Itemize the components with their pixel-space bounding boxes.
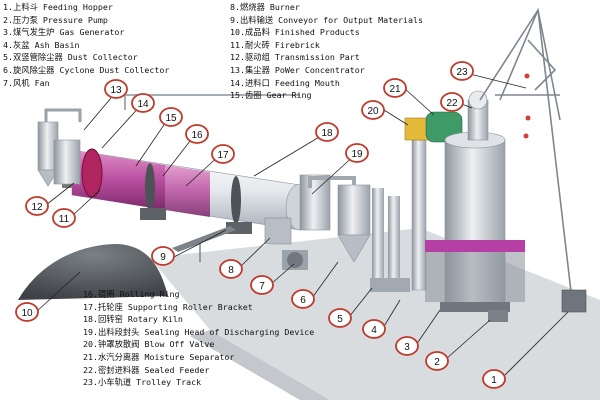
legend-item: 8.燃烧器 Burner bbox=[230, 2, 300, 12]
callout-number-21: 21 bbox=[389, 84, 401, 95]
leader-lines bbox=[35, 71, 569, 379]
callout-number-7: 7 bbox=[259, 281, 265, 292]
callout-19 bbox=[345, 143, 369, 163]
callout-23 bbox=[450, 61, 474, 81]
legend-top-right: 8.燃烧器 Burner 9.出料输送 Conveyor for Output … bbox=[230, 1, 423, 102]
callout-14 bbox=[131, 93, 155, 113]
callout-number-4: 4 bbox=[371, 325, 377, 336]
legend-item: 15.齿圈 Gear Ring bbox=[230, 90, 312, 101]
legend-item: 20.钟罩放散阀 Blow Off Valve bbox=[83, 339, 215, 350]
feeding-hopper bbox=[561, 289, 587, 313]
legend-item: 6.旋风除尘器 Cyclone Dust Collector bbox=[3, 64, 170, 75]
callout-number-16: 16 bbox=[191, 130, 203, 141]
callout-number-18: 18 bbox=[321, 128, 333, 139]
dust-collector-tubes bbox=[372, 188, 384, 278]
legend-item: 11.耐火砖 Firebrick bbox=[230, 39, 320, 50]
callout-number-20: 20 bbox=[367, 106, 379, 117]
pressure-pump bbox=[488, 310, 508, 322]
callout-number-10: 10 bbox=[21, 308, 33, 319]
legend-item: 2.压力泵 Pressure Pump bbox=[3, 14, 108, 25]
legend-item: 10.成品料 Finished Products bbox=[230, 27, 360, 38]
legend-item: 9.出料输送 Conveyor for Output Materials bbox=[230, 14, 424, 25]
legend-item: 4.灰盆 Ash Basin bbox=[3, 39, 80, 50]
callout-number-11: 11 bbox=[59, 214, 70, 225]
legend-item: 12.驱动组 Transmission Part bbox=[230, 52, 360, 63]
legend-item: 14.进料口 Feeding Mouth bbox=[230, 77, 340, 88]
callout-number-1: 1 bbox=[491, 375, 497, 386]
legend-item: 19.出料段封头 Sealing Head of Discharging Dev… bbox=[83, 326, 315, 337]
legend-item: 1.上料斗 Feeding Hopper bbox=[3, 2, 113, 12]
legend-top-left: 1.上料斗 Feeding Hopper 2.压力泵 Pressure Pump… bbox=[3, 1, 169, 89]
legend-item: 3.煤气发生炉 Gas Generator bbox=[3, 27, 125, 38]
finished-products-pile bbox=[18, 244, 168, 300]
burner bbox=[264, 217, 292, 245]
callout-number-12: 12 bbox=[31, 202, 43, 213]
legend-item: 16.锟圈 Rolling Ring bbox=[83, 289, 180, 299]
callout-18 bbox=[315, 122, 339, 142]
output-conveyor bbox=[172, 226, 236, 252]
rotary-kiln-body bbox=[53, 139, 315, 231]
legend-bottom: 16.锟圈 Rolling Ring 17.托轮座 Supporting Rol… bbox=[83, 288, 314, 389]
callout-number-2: 2 bbox=[434, 357, 440, 368]
callout-number-13: 13 bbox=[110, 85, 122, 96]
legend-item: 5.双竖管除尘器 Dust Collector bbox=[3, 52, 138, 63]
callout-12 bbox=[25, 196, 49, 216]
callout-number-19: 19 bbox=[351, 149, 363, 160]
gas-generator bbox=[425, 131, 525, 312]
callout-8 bbox=[219, 259, 243, 279]
callout-number-14: 14 bbox=[137, 99, 149, 110]
cyclone-dust-collector bbox=[337, 184, 371, 236]
callout-20 bbox=[361, 100, 385, 120]
callout-5 bbox=[328, 308, 352, 328]
callout-number-23: 23 bbox=[456, 67, 468, 78]
legend-item: 22.密封进料器 Sealed Feeder bbox=[83, 364, 210, 375]
callout-number-5: 5 bbox=[337, 314, 343, 325]
callout-22 bbox=[440, 92, 464, 112]
legend-item: 23.小车轨道 Trolley Track bbox=[83, 377, 202, 388]
sealing-head bbox=[299, 174, 331, 231]
callout-7 bbox=[250, 275, 274, 295]
callout-number-3: 3 bbox=[404, 342, 410, 353]
ash-basin bbox=[370, 278, 410, 292]
callout-number-9: 9 bbox=[160, 252, 166, 263]
callout-9 bbox=[151, 246, 175, 266]
legend-item: 13.集尘器 PoWer Concentrator bbox=[230, 64, 365, 75]
legend-item: 21.水汽分离器 Moisture Separator bbox=[83, 351, 235, 362]
callout-bubbles bbox=[15, 61, 506, 389]
callout-16 bbox=[185, 124, 209, 144]
callout-4 bbox=[362, 319, 386, 339]
callout-21 bbox=[383, 78, 407, 98]
callout-10 bbox=[15, 302, 39, 322]
callout-11 bbox=[52, 208, 76, 228]
callout-numbers: 1 2 3 4 5 6 7 8 9 10 11 12 13 14 15 16 1… bbox=[21, 67, 497, 386]
callout-number-6: 6 bbox=[300, 295, 306, 306]
callout-number-22: 22 bbox=[446, 98, 458, 109]
callout-2 bbox=[425, 351, 449, 371]
legend-item: 18.回转窑 Rotary Kiln bbox=[83, 314, 183, 325]
legend-item: 7.风机 Fan bbox=[3, 77, 50, 88]
callout-number-17: 17 bbox=[217, 150, 229, 161]
callout-number-15: 15 bbox=[165, 113, 177, 124]
callout-15 bbox=[159, 107, 183, 127]
callout-13 bbox=[104, 79, 128, 99]
callout-number-8: 8 bbox=[228, 265, 234, 276]
legend-item: 17.托轮座 Supporting Roller Bracket bbox=[83, 301, 253, 312]
callout-1 bbox=[482, 369, 506, 389]
callout-3 bbox=[395, 336, 419, 356]
trolley-track bbox=[479, 7, 573, 301]
callout-6 bbox=[291, 289, 315, 309]
callout-17 bbox=[211, 144, 235, 164]
